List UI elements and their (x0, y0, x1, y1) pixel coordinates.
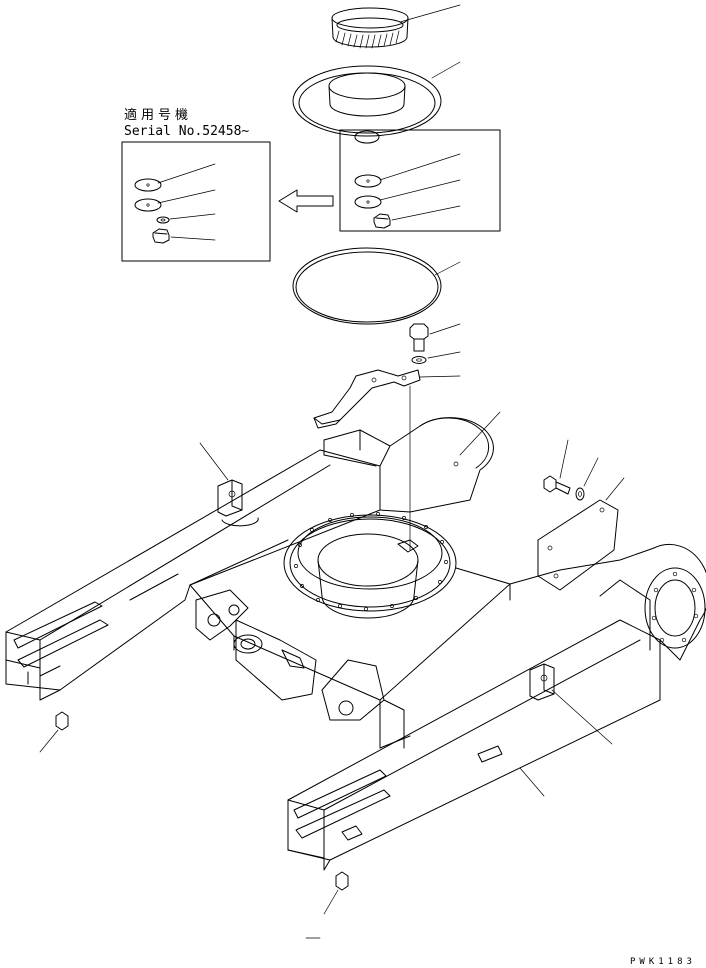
leader-line (459, 411, 501, 456)
bolt (409, 323, 429, 352)
leader-line (419, 375, 461, 378)
side-washer (575, 487, 585, 501)
seal-ring (292, 247, 442, 325)
side-bolt (543, 475, 571, 495)
serial-inset: 適用号機 Serial No.52458~ (121, 107, 271, 262)
track-frame (5, 411, 706, 871)
leader-line (583, 457, 599, 487)
grease-fitting-right (335, 871, 349, 891)
leader-line (431, 61, 461, 79)
leader-line (551, 689, 613, 745)
leader-line (605, 477, 625, 501)
serial-number-label: Serial No.52458~ (124, 124, 249, 139)
leader-line (39, 729, 59, 753)
washer (411, 356, 427, 364)
arrow-left-icon (278, 189, 334, 213)
leader-line (429, 323, 461, 335)
side-cover-plate (537, 499, 619, 591)
leader-line (519, 767, 545, 797)
leader-line (427, 351, 461, 359)
cover-parts-box (339, 129, 501, 232)
leader-line (323, 889, 339, 915)
leader-line (434, 261, 461, 276)
cover-plate (292, 65, 442, 144)
drawing-code: PWK1183 (630, 957, 696, 967)
grease-fitting-left (55, 711, 69, 731)
mounting-bracket (313, 369, 421, 429)
leader-line (559, 439, 569, 479)
slewing-seal-ring (331, 7, 409, 49)
leader-line (199, 442, 229, 481)
leader-line (399, 4, 461, 23)
applicable-machine-label: 適用号機 (124, 107, 192, 123)
